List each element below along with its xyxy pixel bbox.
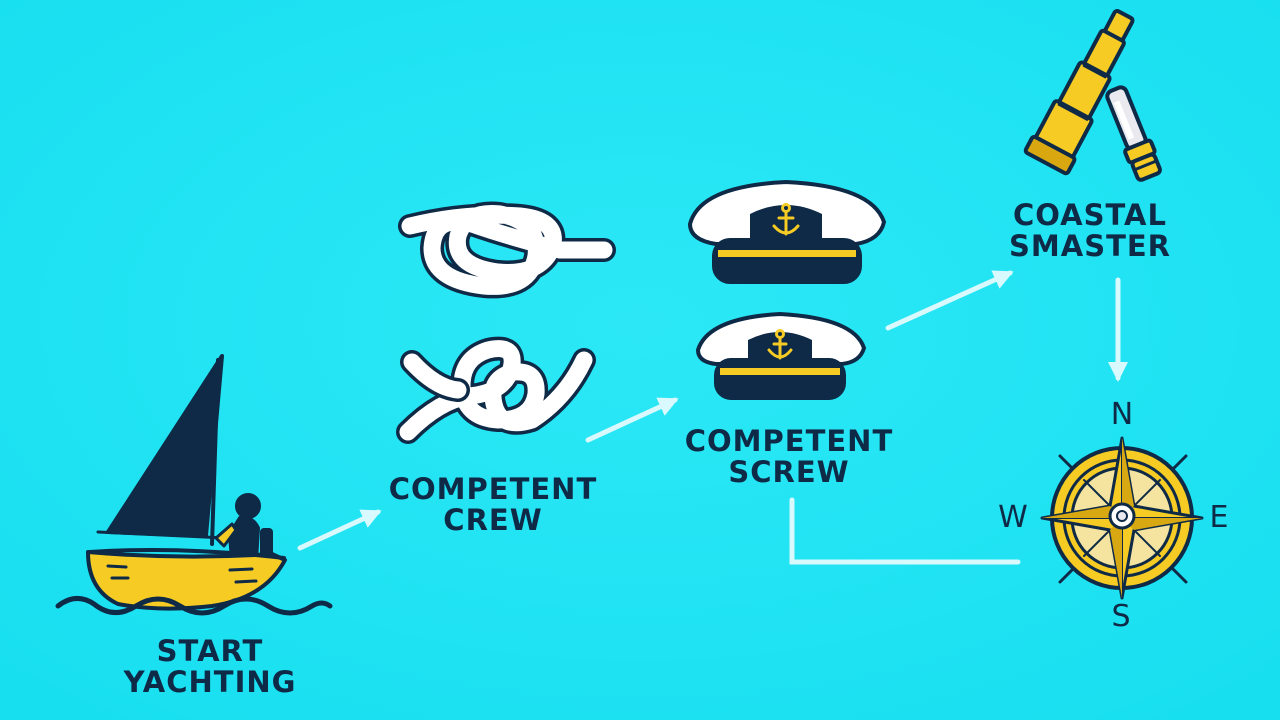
label-competent-screw: COMPETENT SCREW [684, 426, 894, 488]
label-coastal-smaster: COASTAL SMASTER [1000, 200, 1180, 262]
telescope-icon [1023, 9, 1162, 182]
label-start-yachting: START YACHTING [110, 636, 310, 698]
compass-rose-icon [1040, 436, 1204, 600]
label-start-line1: START [156, 634, 264, 668]
compass-north-label: N [1110, 397, 1134, 432]
label-crew-line2: CREW [443, 503, 543, 537]
label-start-line2: YACHTING [123, 665, 297, 699]
arrow-start-to-crew [297, 509, 382, 551]
arrow-skipper-to-coastal [885, 270, 1014, 331]
figure-eight-knot-upper [398, 201, 616, 299]
compass-west-label: W [998, 500, 1028, 535]
compass-east-label: E [1209, 500, 1229, 535]
captain-hat-upper [688, 180, 886, 284]
captain-hat-icon [688, 180, 886, 400]
connector-arrows [297, 270, 1128, 565]
captain-hat-lower [696, 312, 866, 400]
label-crew-line1: COMPETENT [388, 472, 598, 506]
reef-knot-lower [396, 336, 596, 444]
compass-south-label: S [1111, 599, 1131, 634]
label-coastal-line2: SMASTER [1009, 229, 1171, 263]
label-skipper-line1: COMPETENT [684, 424, 894, 458]
label-coastal-line1: COASTAL [1013, 198, 1167, 232]
label-competent-crew: COMPETENT CREW [388, 474, 598, 536]
arrow-crew-to-skipper [585, 397, 679, 443]
label-skipper-line2: SCREW [728, 455, 850, 489]
connector-skipper-to-compass [789, 497, 1021, 565]
rope-knot-icon [396, 201, 616, 444]
sailboat-icon [55, 354, 333, 616]
